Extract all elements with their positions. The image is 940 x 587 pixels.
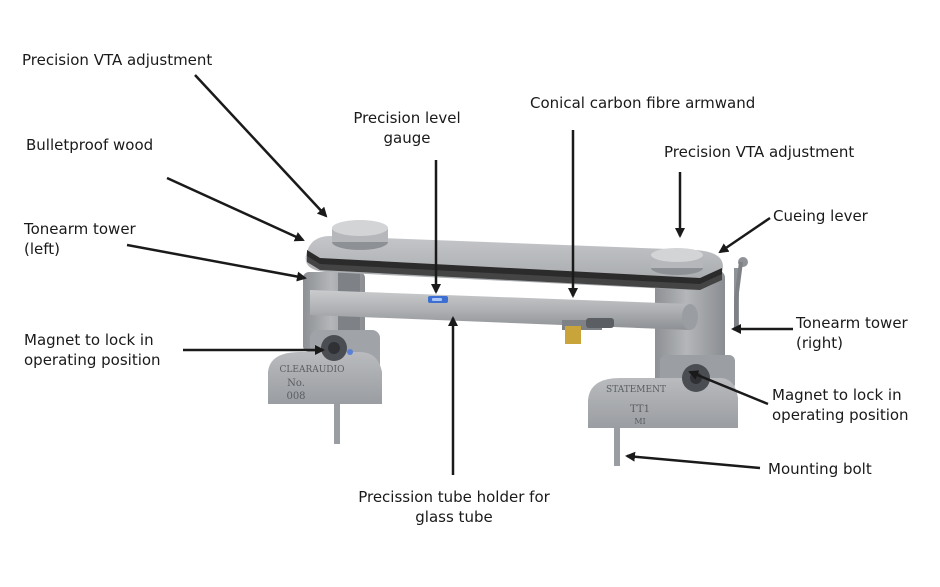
mounting-bolt-left — [334, 404, 340, 444]
bulletproof-wood-beam — [305, 236, 723, 290]
arrow-wood — [166, 176, 305, 242]
armwand-cartridge — [562, 318, 614, 344]
vta-knob-left — [332, 220, 388, 250]
label-tonearm-tower-left: Tonearm tower (left) — [24, 220, 136, 258]
tube-holder — [310, 290, 698, 330]
label-vta-right: Precision VTA adjustment — [664, 143, 855, 161]
engraving-left-brand: CLEARAUDIO — [280, 365, 345, 375]
arrow-cueing — [718, 216, 771, 254]
engraving-right-sub: MI — [634, 417, 645, 426]
label-bulletproof-wood: Bulletproof wood — [26, 136, 154, 154]
cueing-lever — [734, 257, 748, 330]
base-left: CLEARAUDIO No. 008 — [268, 330, 382, 444]
label-mounting-bolt: Mounting bolt — [768, 460, 872, 478]
mounting-bolt-right — [614, 428, 620, 466]
arrow-vta-left — [194, 74, 328, 218]
callout-arrows — [126, 74, 793, 475]
label-tube-holder: Precission tube holder for glass tube — [358, 488, 550, 526]
label-magnet-left: Magnet to lock in operating position — [24, 331, 161, 369]
engraving-left-serial: 008 — [286, 391, 305, 402]
label-tonearm-tower-right: Tonearm tower (right) — [796, 314, 908, 352]
engraving-right-model: TT1 — [630, 404, 650, 415]
arrow-magnet-right — [688, 370, 769, 406]
label-magnet-right: Magnet to lock in operating position — [772, 386, 909, 424]
label-cueing-lever: Cueing lever — [773, 207, 868, 225]
vta-knob-right — [651, 248, 703, 275]
arrow-tower-left — [126, 243, 307, 282]
label-level-gauge: Precision level gauge — [353, 109, 461, 147]
arrow-mounting-bolt — [625, 451, 761, 470]
base-right: STATEMENT TT1 MI — [588, 364, 738, 466]
engraving-right-brand: STATEMENT — [606, 385, 666, 395]
label-vta-left: Precision VTA adjustment — [22, 51, 213, 69]
engraving-left-no: No. — [287, 378, 305, 389]
label-armwand: Conical carbon fibre armwand — [530, 94, 756, 112]
